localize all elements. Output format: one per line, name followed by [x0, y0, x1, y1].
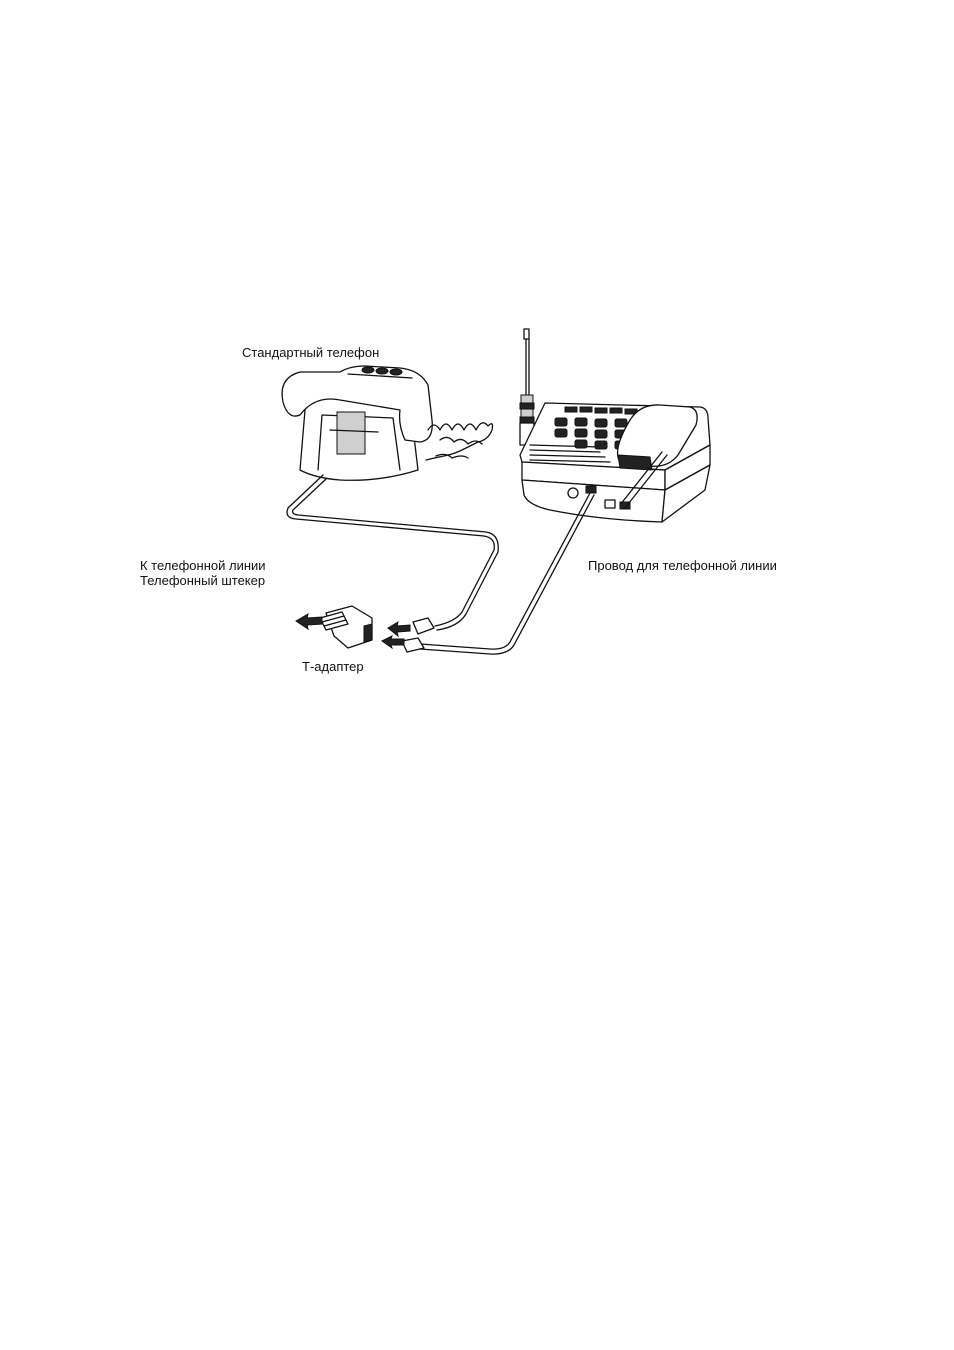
- standard-phone-icon: [282, 366, 492, 480]
- label-standard-phone: Стандартный телефон: [242, 345, 379, 361]
- label-t-adapter: Т-адаптер: [302, 659, 364, 675]
- label-phone-plug: Телефонный штекер: [140, 573, 265, 589]
- cordless-base-icon: [520, 329, 710, 522]
- t-adapter-icon: [320, 606, 372, 648]
- label-to-line: К телефонной линии: [140, 558, 266, 574]
- modular-plug-icon: [402, 618, 434, 652]
- label-line-cord: Провод для телефонной линии: [588, 558, 777, 574]
- antenna-icon: [520, 329, 534, 445]
